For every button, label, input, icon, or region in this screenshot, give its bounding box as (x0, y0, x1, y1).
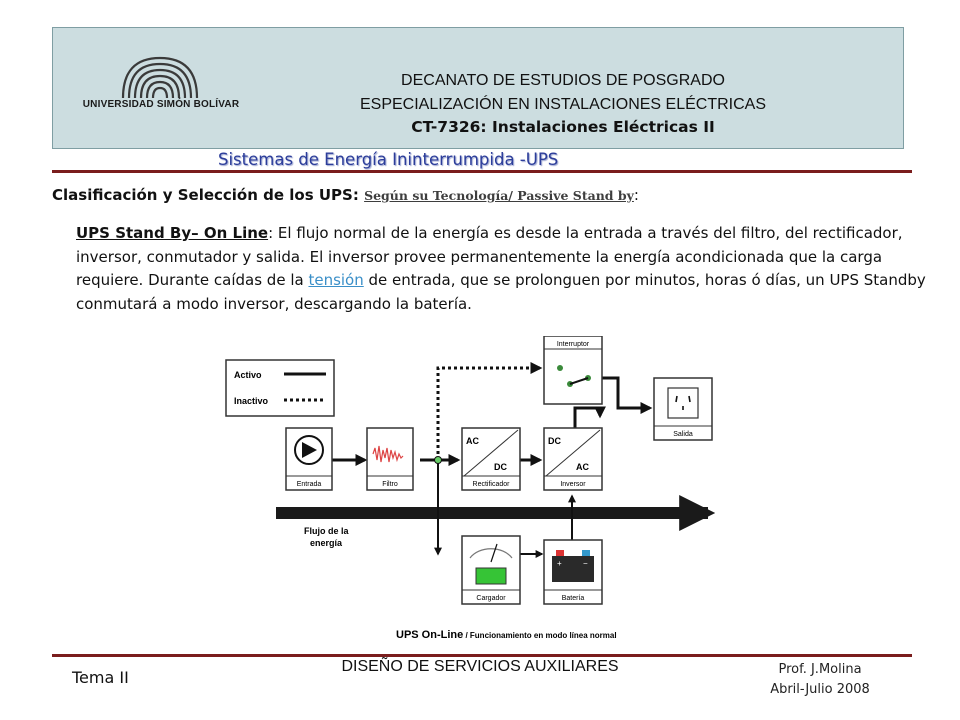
footer-author: Prof. J.Molina Abril-Julio 2008 (740, 660, 900, 700)
gauge-icon (469, 548, 513, 559)
svg-text:+: + (557, 559, 562, 568)
footer-divider (52, 654, 912, 657)
bateria-label: Batería (562, 595, 585, 602)
university-logo-icon (121, 56, 199, 99)
footer-term: Abril-Julio 2008 (770, 682, 870, 697)
header-line-specialization: ESPECIALIZACIÓN EN INSTALACIONES ELÉCTRI… (359, 96, 767, 113)
bypass-path (436, 362, 543, 460)
flow-label-line1: Flujo de la (304, 526, 349, 536)
diagram-caption: UPS On-Line / Funcionamiento en modo lín… (396, 629, 617, 641)
footer-topic: Tema II (72, 668, 129, 687)
header-line-deanship: DECANATO DE ESTUDIOS DE POSGRADO (401, 72, 725, 89)
block-bateria: + − Batería (543, 539, 603, 605)
rect-ac-label: AC (466, 436, 479, 446)
filter-wave-icon (372, 445, 404, 463)
battery-negative-icon (582, 550, 590, 556)
rect-dc-label: DC (494, 462, 507, 472)
block-interruptor: Interruptor (543, 336, 603, 405)
classification-end-colon: : (633, 186, 639, 204)
battery-positive-icon (556, 550, 564, 556)
footer-professor: Prof. J.Molina (778, 662, 862, 677)
legend-active-label: Activo (234, 370, 262, 380)
header-banner: UNIVERSIDAD SIMÓN BOLÍVAR DECANATO DE ES… (52, 27, 904, 149)
paragraph-label: UPS Stand By– On Line (76, 224, 269, 242)
paragraph-text-1: : El flujo normal de la energía es desde… (76, 224, 903, 289)
svg-text:−: − (583, 559, 588, 568)
block-rectificador: AC DC Rectificador (461, 427, 521, 491)
caption-subtitle: / Funcionamiento en modo línea normal (463, 631, 616, 640)
input-arrow-icon (302, 442, 317, 458)
interruptor-label: Interruptor (557, 341, 590, 348)
switch-contact-icon (557, 365, 563, 371)
classification-heading: Clasificación y Selección de los UPS: Se… (52, 186, 639, 204)
inv-dc-label: DC (548, 436, 561, 446)
entrada-label: Entrada (297, 481, 322, 488)
classification-subtitle: Según su Tecnología/ Passive Stand by (364, 188, 634, 203)
slide-title: Sistemas de Energía Ininterrumpida -UPS (218, 150, 559, 169)
classification-colon: : (352, 186, 365, 204)
inv-ac-label: AC (576, 462, 589, 472)
university-name: UNIVERSIDAD SIMÓN BOLÍVAR (82, 99, 240, 110)
flow-label-line2: energía (310, 538, 343, 548)
switch-blade-icon (569, 377, 589, 385)
block-entrada: Entrada (285, 427, 333, 491)
footer-course: DISEÑO DE SERVICIOS AUXILIARES (341, 658, 619, 675)
block-inversor: DC AC Inversor (543, 427, 603, 491)
tension-link[interactable]: tensión (308, 271, 364, 289)
block-salida: Salida (653, 377, 713, 441)
header-line-course: CT-7326: Instalaciones Eléctricas II (411, 118, 715, 136)
caption-title: UPS On-Line (396, 629, 463, 641)
rectificador-label: Rectificador (473, 481, 511, 488)
salida-label: Salida (673, 431, 693, 438)
legend-box: Activo Inactivo (225, 359, 335, 417)
ups-online-diagram: Activo Inactivo Flujo de la energía Entr… (225, 336, 716, 641)
description-paragraph: UPS Stand By– On Line: El flujo normal d… (76, 222, 936, 316)
title-divider (52, 170, 912, 173)
battery-icon (552, 556, 594, 582)
inversor-label: Inversor (560, 481, 586, 488)
legend-inactive-label: Inactivo (234, 396, 269, 406)
filtro-label: Filtro (382, 481, 398, 488)
block-filtro: Filtro (366, 427, 414, 491)
outlet-icon (667, 387, 699, 419)
cargador-label: Cargador (476, 595, 506, 602)
block-cargador: Cargador (461, 535, 521, 605)
classification-main: Clasificación y Selección de los UPS (52, 186, 353, 204)
paragraph-text-2: de entrada, que se prolonguen por minuto… (76, 271, 926, 313)
